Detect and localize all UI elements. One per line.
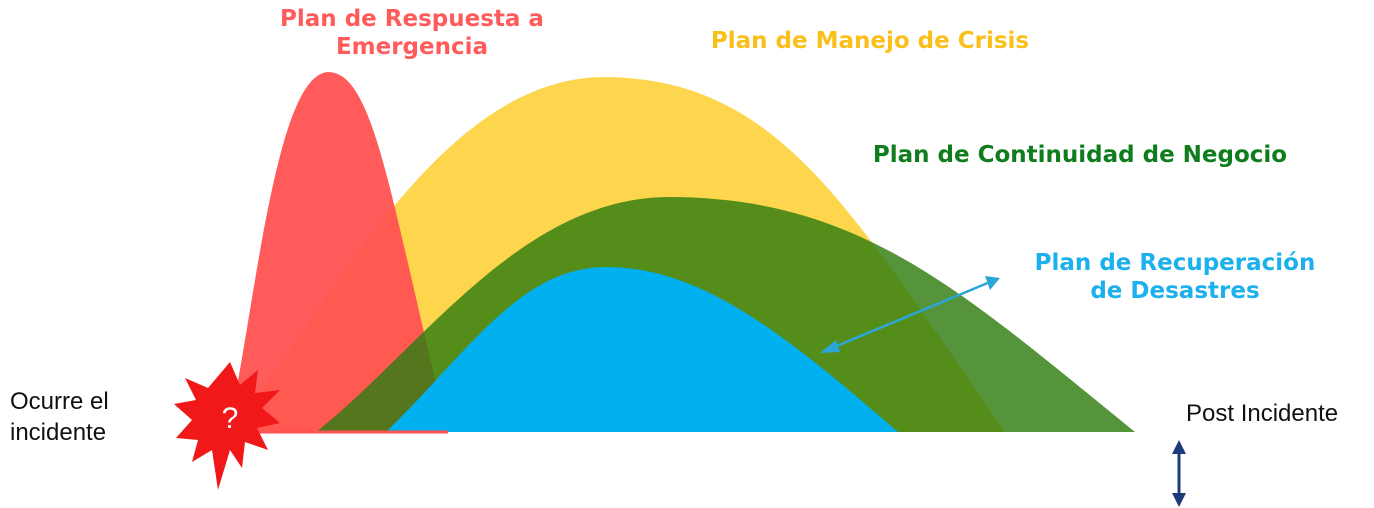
double-arrow-icon <box>820 276 1000 353</box>
vertical-double-arrow-icon <box>1172 440 1186 507</box>
incident-occurs-label: Ocurre el incidente <box>10 386 109 448</box>
post-incident-label: Post Incidente <box>1186 400 1339 427</box>
disaster-recovery-curve <box>386 267 898 432</box>
label-emergency-line2: Emergencia <box>335 33 489 60</box>
label-emergency-line1: Plan de Respuesta a <box>280 6 544 32</box>
explosion-star-icon: ? <box>174 362 280 490</box>
emergency-response-curve <box>228 72 448 432</box>
incident-occurs-line1: Ocurre el <box>10 388 109 415</box>
label-recovery-line2: de Desastres <box>1090 277 1260 304</box>
incident-question-mark: ? <box>222 402 239 435</box>
label-recovery-line1: Plan de Recuperación <box>1034 250 1316 276</box>
label-crisis-management-plan: Plan de Manejo de Crisis <box>710 28 1030 54</box>
label-disaster-recovery-plan: Plan de Recuperación de Desastres <box>1010 250 1340 305</box>
incident-occurs-line2: incidente <box>10 419 107 447</box>
label-business-continuity-plan: Plan de Continuidad de Negocio <box>872 142 1288 168</box>
label-emergency-response-plan: Plan de Respuesta a Emergencia <box>262 6 562 61</box>
